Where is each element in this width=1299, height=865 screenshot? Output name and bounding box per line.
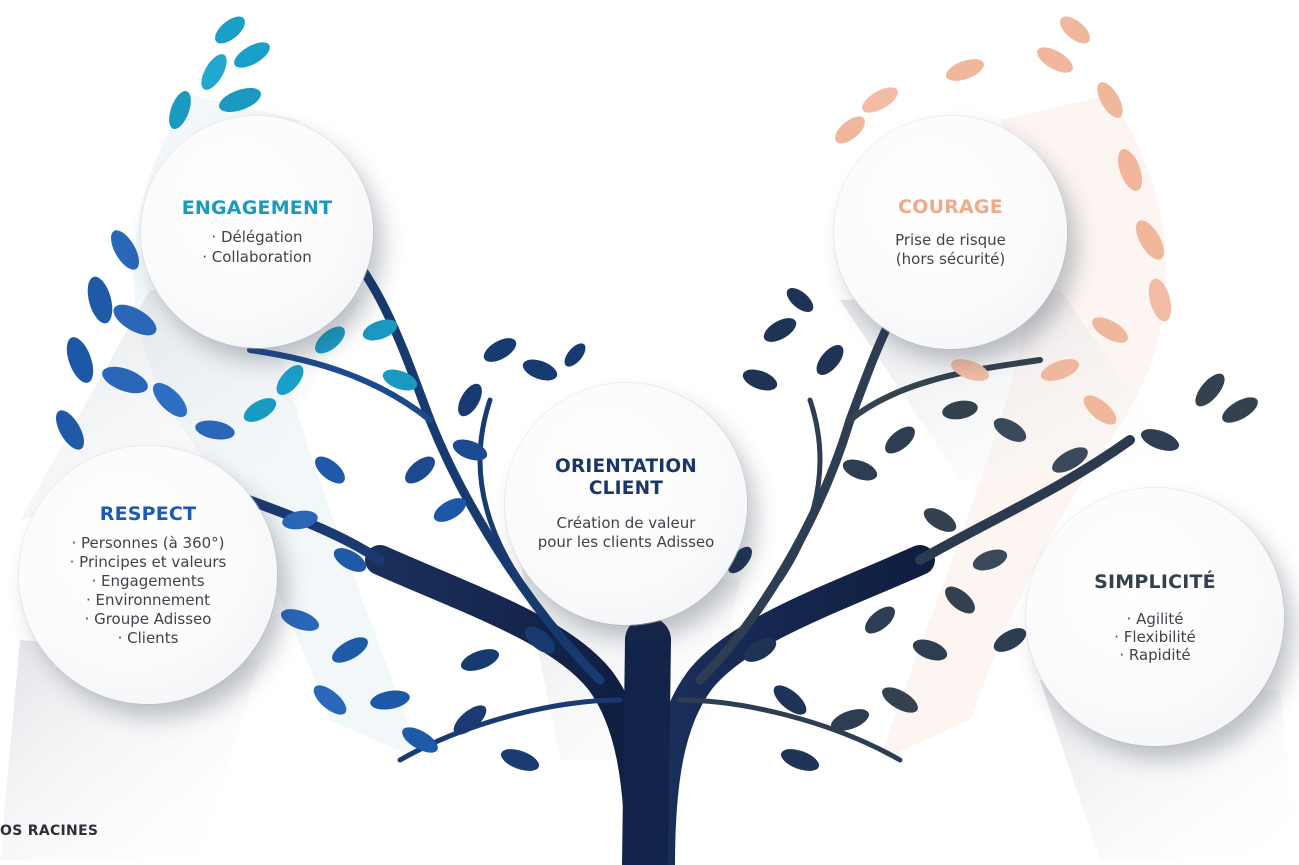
value-circle-engagement: ENGAGEMENT · Délégation · Collaboration <box>141 116 373 348</box>
value-line: · Agilité <box>1126 609 1184 628</box>
value-title-line: CLIENT <box>588 477 664 499</box>
value-title-simplicite: SIMPLICITÉ <box>1094 570 1216 593</box>
value-line: · Personnes (à 360°) <box>71 533 225 552</box>
value-circle-courage: COURAGE Prise de risque (hors sécurité) <box>834 116 1067 349</box>
value-title-engagement: ENGAGEMENT <box>181 197 333 219</box>
roots-label: OS RACINES <box>0 823 99 839</box>
value-title-line: ORIENTATION <box>555 455 697 477</box>
value-line: · Engagements <box>91 571 205 590</box>
leaves-right <box>728 16 1258 771</box>
value-line: · Clients <box>117 628 179 647</box>
value-line: Prise de risque <box>895 230 1006 249</box>
value-line: · Délégation <box>211 228 303 246</box>
value-title-courage: COURAGE <box>898 195 1003 218</box>
value-line: · Collaboration <box>202 247 312 266</box>
value-title-respect: RESPECT <box>99 502 197 525</box>
value-line: · Principes et valeurs <box>69 552 227 571</box>
value-circle-respect: RESPECT · Personnes (à 360°) · Principes… <box>19 446 277 704</box>
value-circle-orientation-client: ORIENTATION CLIENT Création de valeur po… <box>505 383 747 625</box>
value-circle-simplicite: SIMPLICITÉ · Agilité · Flexibilité · Rap… <box>1026 488 1284 746</box>
value-title-orientation-client: ORIENTATION CLIENT <box>555 456 697 500</box>
leaves-left <box>56 16 586 771</box>
value-line: (hors sécurité) <box>895 250 1006 268</box>
value-line: pour les clients Adisseo <box>537 533 715 551</box>
value-line: · Rapidité <box>1119 645 1191 664</box>
value-lines-engagement: · Délégation · Collaboration <box>202 228 312 267</box>
value-line: Création de valeur <box>556 513 696 532</box>
value-line: · Groupe Adisseo <box>84 609 212 628</box>
value-line: · Flexibilité <box>1114 627 1196 646</box>
value-line: · Environnement <box>85 590 211 609</box>
